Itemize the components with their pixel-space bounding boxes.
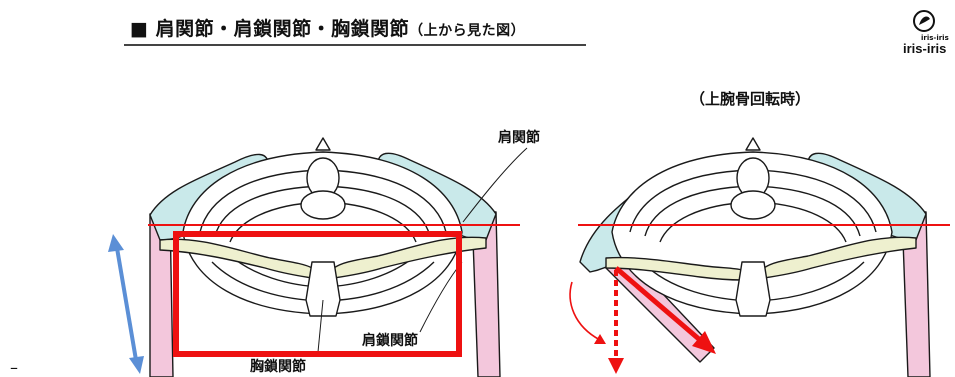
margin-mark: – [10,358,18,377]
rotation-arrow [570,282,606,344]
right-sternum [736,262,770,316]
right-vertebral-body [731,191,775,219]
label-sternoclavicular-joint: 胸鎖関節 [250,356,306,376]
dotted-down-arrow [608,270,624,374]
right-spinous-process [746,138,760,150]
label-acromioclavicular-joint: 肩鎖関節 [362,330,418,350]
label-shoulder-joint: 肩関節 [498,127,540,147]
